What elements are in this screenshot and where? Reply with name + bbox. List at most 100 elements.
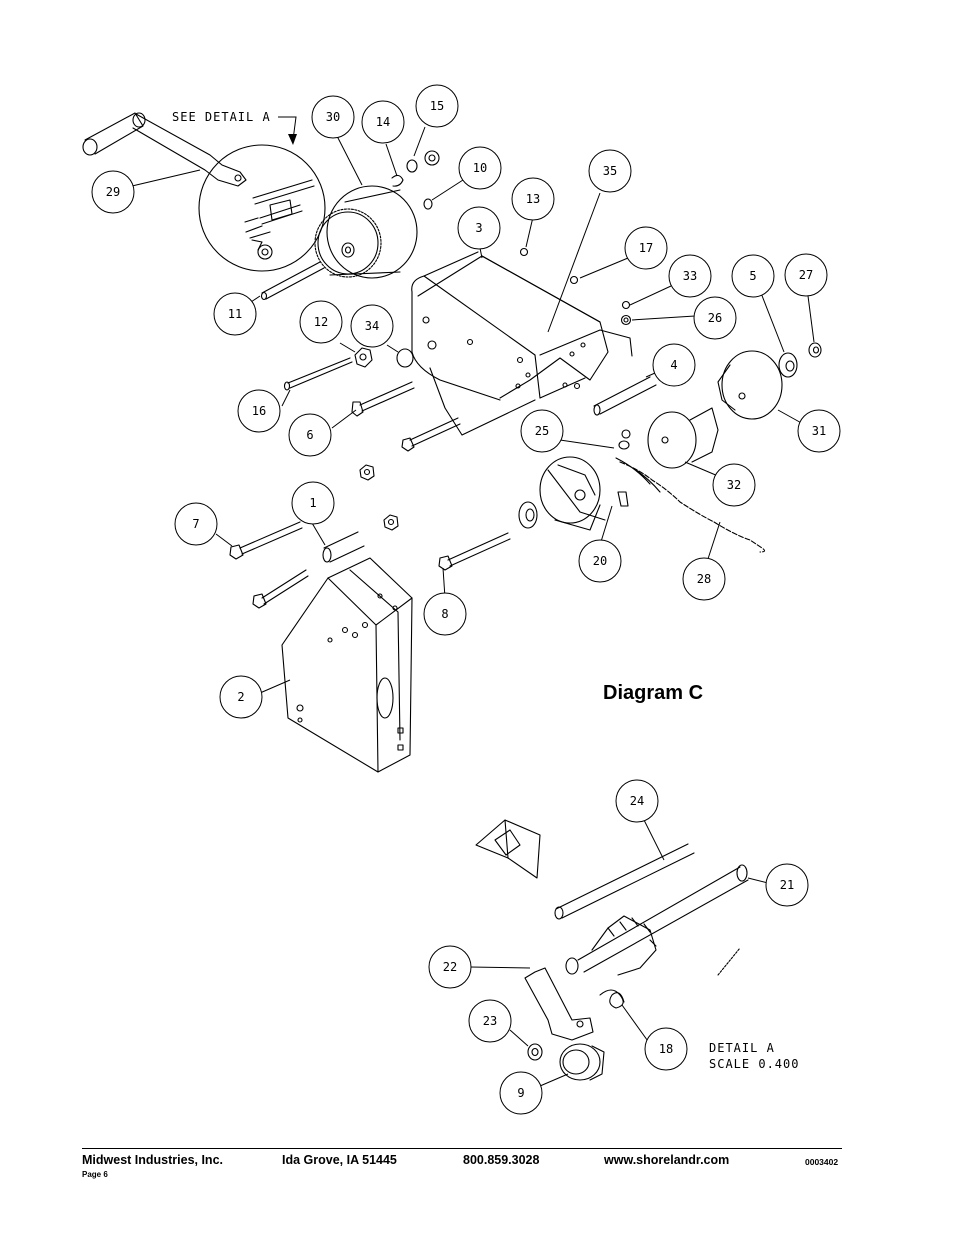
callout-25-label: 25: [535, 424, 549, 438]
part-15-washer-bushing: [406, 150, 440, 173]
callout-10: 10: [458, 146, 502, 190]
callout-15: 15: [415, 84, 459, 128]
footer-phone[interactable]: 800.859.3028: [463, 1153, 540, 1167]
callout-12: 12: [299, 300, 343, 344]
callout-4: 4: [652, 343, 696, 387]
callout-3: 3: [457, 206, 501, 250]
callout-32-label: 32: [727, 478, 741, 492]
part-12-nut: [354, 347, 373, 368]
callout-23-label: 23: [483, 1014, 497, 1028]
callout-6-label: 6: [306, 428, 313, 442]
callout-15-label: 15: [430, 99, 444, 113]
part-7-bolt: [229, 521, 303, 560]
part-16-bolt: [283, 357, 353, 391]
callout-22-label: 22: [443, 960, 457, 974]
callout-25: 25: [520, 409, 564, 453]
callout-35: 35: [588, 149, 632, 193]
callout-31: 31: [797, 409, 841, 453]
detail-a-label: DETAIL A: [709, 1041, 775, 1055]
part-17-nut: [569, 275, 579, 285]
detail-a-circle: [198, 144, 326, 272]
part-22-pawl: [524, 967, 594, 1041]
part-35-winch-frame: [411, 251, 633, 436]
callout-29: 29: [91, 170, 135, 214]
callout-27-label: 27: [799, 268, 813, 282]
part-34-cap: [396, 348, 414, 368]
callout-27: 27: [784, 253, 828, 297]
callout-17: 17: [624, 226, 668, 270]
part-bolt-lower: [252, 569, 309, 609]
callout-26-label: 26: [708, 311, 722, 325]
footer-company: Midwest Industries, Inc.: [82, 1153, 223, 1167]
callout-21: 21: [765, 863, 809, 907]
part-24-rod: [554, 843, 695, 920]
callout-3-label: 3: [475, 221, 482, 235]
part-11-rod: [260, 261, 325, 301]
part-21-shaft-pinion: [565, 864, 749, 976]
callout-1-label: 1: [309, 496, 316, 510]
part-28-chain-hook: [615, 457, 766, 553]
callout-30: 30: [311, 95, 355, 139]
detail-a-scale: SCALE 0.400: [709, 1057, 799, 1071]
callout-18-label: 18: [659, 1042, 673, 1056]
callout-34-label: 34: [365, 319, 379, 333]
callout-32: 32: [712, 463, 756, 507]
callout-13-label: 13: [526, 192, 540, 206]
footer-website-link[interactable]: www.shorelandr.com: [604, 1153, 730, 1167]
part-20-bolt: [617, 491, 629, 507]
part-8-bolt: [438, 532, 511, 571]
callout-8-label: 8: [441, 607, 448, 621]
callout-21-label: 21: [780, 878, 794, 892]
part-bearing-cone: [518, 501, 538, 529]
callout-24: 24: [615, 779, 659, 823]
callout-26: 26: [693, 296, 737, 340]
part-5-bushing: [778, 352, 798, 378]
part-18-spring: [599, 989, 625, 1009]
callout-29-label: 29: [106, 185, 120, 199]
callout-6: 6: [288, 413, 332, 457]
footer-doc-code: 0003402: [805, 1157, 839, 1167]
part-27-nut: [808, 342, 822, 358]
part-nut-mid-a: [359, 464, 375, 481]
part-25-washer: [618, 429, 631, 450]
callout-14-label: 14: [376, 115, 390, 129]
callout-2: 2: [219, 675, 263, 719]
callout-22: 22: [428, 945, 472, 989]
footer-divider: [82, 1148, 842, 1149]
callout-33: 33: [668, 254, 712, 298]
part-nut-mid-b: [383, 514, 399, 531]
part-4-pin: [593, 376, 657, 416]
part-6-bolt: [351, 381, 415, 417]
callout-30-label: 30: [326, 110, 340, 124]
diagram-title: Diagram C: [603, 682, 704, 704]
callout-7-label: 7: [192, 517, 199, 531]
callout-12-label: 12: [314, 315, 328, 329]
part-31-roller: [717, 350, 783, 420]
callout-11: 11: [213, 292, 257, 336]
footer-location: Ida Grove, IA 51445: [282, 1153, 397, 1167]
callout-24-label: 24: [630, 794, 644, 808]
callout-18: 18: [644, 1027, 688, 1071]
part-spring-clip: [717, 947, 741, 976]
callout-10-label: 10: [473, 161, 487, 175]
footer-page-number: Page 6: [82, 1170, 108, 1179]
callout-14: 14: [361, 100, 405, 144]
part-32-roller: [647, 407, 719, 469]
part-9-bearing: [559, 1043, 605, 1081]
part-33-screw: [621, 300, 631, 310]
callout-23: 23: [468, 999, 512, 1043]
callout-35-label: 35: [603, 164, 617, 178]
callout-16-label: 16: [252, 404, 266, 418]
part-26-washer: [620, 314, 632, 326]
part-10-washer: [423, 198, 433, 210]
see-detail-note: SEE DETAIL A: [172, 110, 271, 124]
callout-1: 1: [291, 481, 335, 525]
callout-20-label: 20: [593, 554, 607, 568]
callout-28: 28: [682, 557, 726, 601]
callout-5-label: 5: [749, 269, 756, 283]
callout-17-label: 17: [639, 241, 653, 255]
part-14-retaining-ring: [391, 174, 404, 187]
part-30-large-gear: [314, 185, 418, 279]
callout-13: 13: [511, 177, 555, 221]
part-13-nut: [519, 247, 529, 257]
